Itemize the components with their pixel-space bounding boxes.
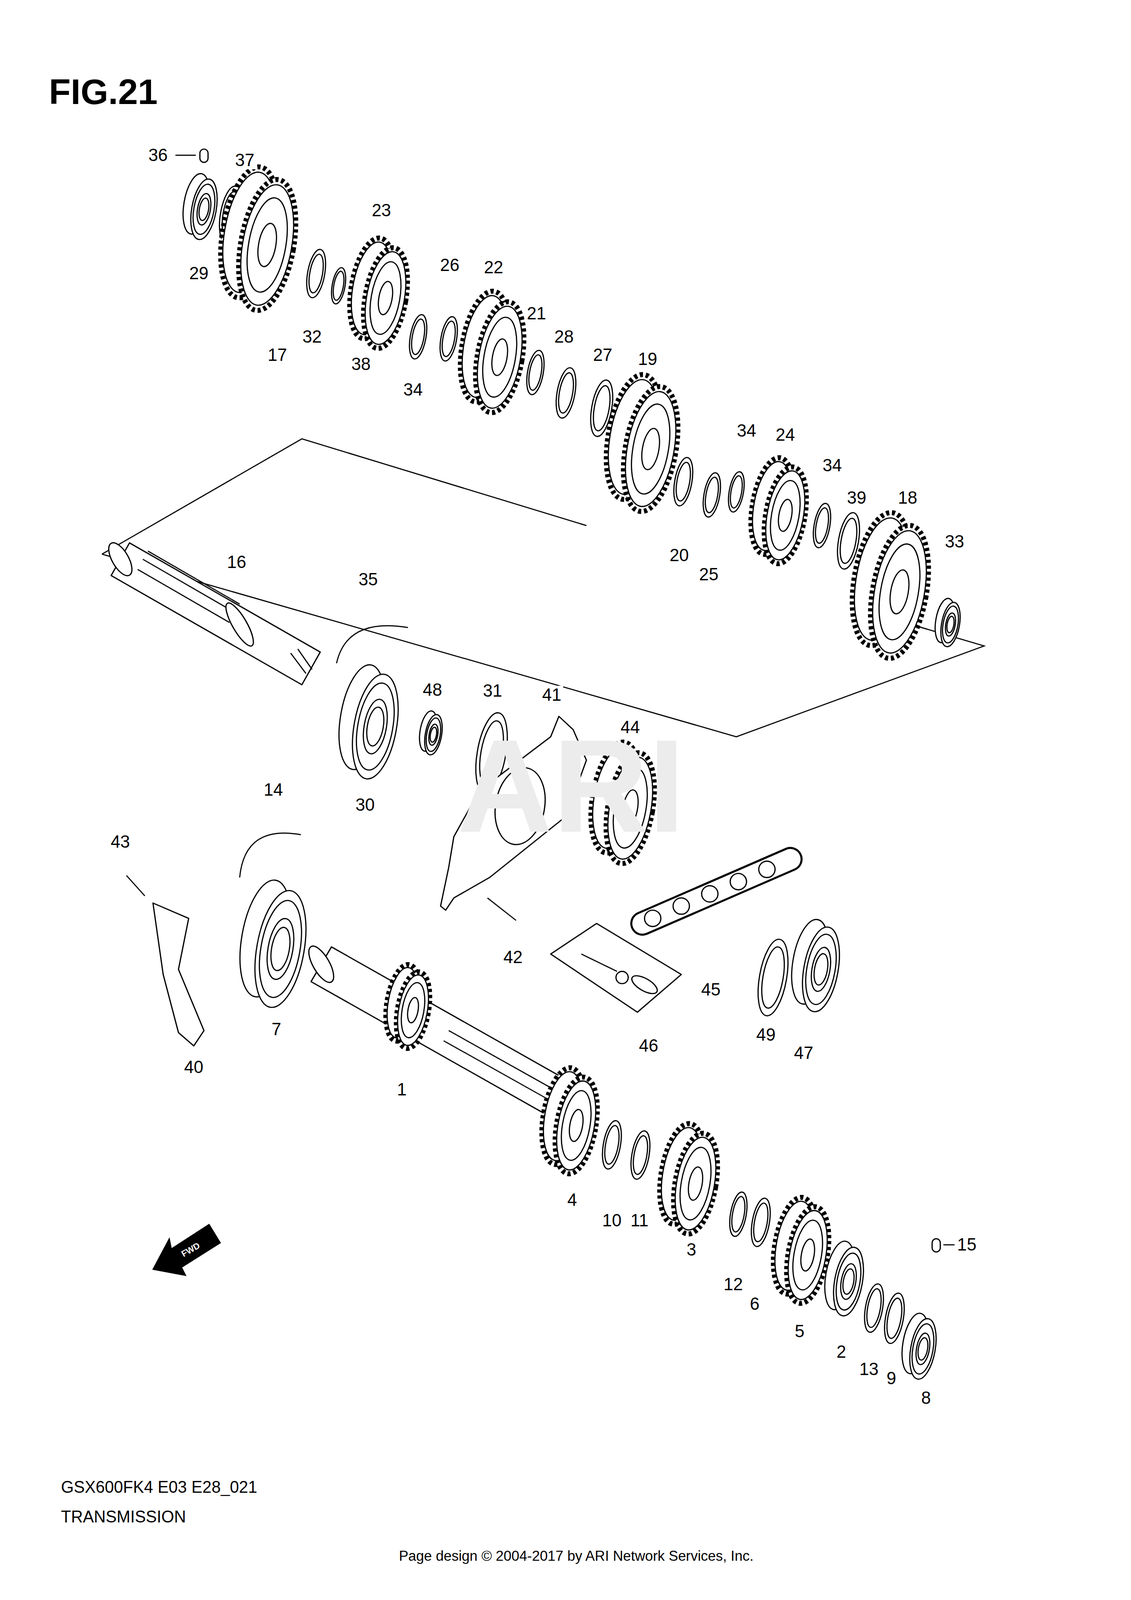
callout-number: 47 — [792, 1043, 815, 1062]
callout-number: 48 — [420, 680, 444, 699]
callout-number: 23 — [369, 201, 393, 220]
callout-number: 1 — [395, 1079, 409, 1099]
callout-number: 42 — [501, 947, 525, 966]
callout-number: 46 — [637, 1036, 660, 1055]
callout-number: 12 — [721, 1274, 745, 1293]
subassembly-frame — [102, 438, 985, 737]
figure-title: FIG.21 — [48, 73, 158, 110]
callout-number: 26 — [438, 255, 462, 275]
callout-number: 5 — [793, 1321, 807, 1340]
callout-number: 10 — [600, 1210, 624, 1230]
callout-number: 34 — [820, 456, 844, 475]
callout-number: 25 — [697, 565, 721, 584]
callout-number: 29 — [187, 264, 211, 283]
callout-number: 6 — [747, 1294, 762, 1313]
callout-number: 40 — [182, 1057, 206, 1076]
callout-number: 37 — [233, 150, 257, 170]
model-code: GSX600FK4 E03 E28_021 — [59, 1478, 260, 1496]
callout-number: 4 — [565, 1190, 579, 1209]
callout-number: 20 — [667, 545, 691, 565]
callout-number: 16 — [225, 552, 249, 571]
callout-number: 32 — [300, 327, 324, 346]
callout-number: 45 — [699, 980, 723, 999]
callout-number: 15 — [955, 1234, 979, 1254]
callout-number: 27 — [591, 345, 614, 364]
countershaft-parts — [175, 149, 965, 663]
callout-number: 22 — [482, 258, 505, 277]
callout-number: 39 — [845, 488, 868, 507]
callout-number: 34 — [735, 421, 758, 440]
callout-number: 30 — [353, 795, 377, 814]
callout-number: 43 — [108, 832, 132, 851]
callout-number: 41 — [540, 685, 564, 704]
callout-number: 9 — [884, 1368, 898, 1387]
callout-number: 19 — [636, 349, 659, 369]
callout-number: 17 — [265, 345, 289, 364]
callout-number: 24 — [773, 425, 797, 444]
callout-number: 33 — [943, 532, 966, 551]
callout-number: 11 — [628, 1210, 650, 1230]
callout-number: 36 — [146, 145, 170, 165]
copyright-footer: Page design © 2004-2017 by ARI Network S… — [397, 1547, 756, 1563]
callout-number: 28 — [552, 327, 576, 346]
section-name: TRANSMISSION — [59, 1507, 188, 1526]
countershaft — [103, 539, 321, 685]
callout-number: 49 — [754, 1025, 778, 1044]
callout-number: 3 — [684, 1239, 699, 1259]
drive-side-parts — [330, 625, 847, 1018]
callout-number: 7 — [269, 1019, 283, 1038]
callout-number: 35 — [356, 570, 380, 589]
forward-arrow — [152, 1224, 221, 1276]
mainshaft-parts — [126, 832, 955, 1381]
callout-number: 18 — [896, 488, 919, 507]
callout-number: 8 — [919, 1388, 933, 1407]
callout-number: 34 — [401, 380, 425, 399]
callout-number: 2 — [834, 1342, 848, 1361]
callout-number: 13 — [857, 1359, 881, 1378]
watermark: ARI — [457, 719, 685, 852]
callout-number: 31 — [481, 681, 504, 700]
callout-number: 21 — [524, 304, 548, 323]
callout-number: 14 — [261, 780, 285, 799]
callout-number: 38 — [349, 354, 373, 374]
